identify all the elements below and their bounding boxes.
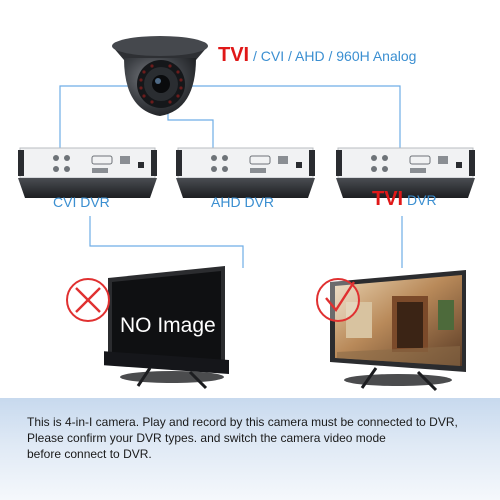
dome-camera <box>112 36 208 116</box>
supported-formats-headline: TVI / CVI / AHD / 960H Analog <box>218 44 416 67</box>
check-circle-icon <box>316 278 360 322</box>
headline-tvi: TVI <box>218 44 250 66</box>
dvr-label-cvi-text: CVI DVR <box>53 194 110 210</box>
dvr-label-cvi: CVI DVR <box>53 194 110 210</box>
footer-instructions: This is 4-in-I camera. Play and record b… <box>27 414 497 462</box>
dvr-unit-cvi <box>18 147 157 198</box>
dvr-label-tvi: TVI DVR <box>372 188 437 211</box>
monitor-with-image <box>330 270 466 392</box>
footer-line-1: This is 4-in-I camera. Play and record b… <box>27 415 458 429</box>
headline-formats: / CVI / AHD / 960H Analog <box>249 48 417 64</box>
no-image-text: NO Image <box>120 314 216 337</box>
footer-line-3: before connect to DVR. <box>27 447 152 461</box>
dvr-unit-tvi <box>336 147 475 198</box>
dvr-unit-ahd <box>176 147 315 198</box>
dvr-label-tvi-text: DVR <box>403 192 437 208</box>
footer-banner: This is 4-in-I camera. Play and record b… <box>0 398 500 500</box>
dvr-label-ahd-text: AHD DVR <box>211 194 275 210</box>
monitor-no-image <box>104 266 229 390</box>
dvr-label-tvi-highlight: TVI <box>372 188 404 210</box>
cross-circle-icon <box>66 278 110 322</box>
dvr-label-ahd: AHD DVR <box>211 194 274 210</box>
footer-line-2: Please confirm your DVR types. and switc… <box>27 431 386 445</box>
